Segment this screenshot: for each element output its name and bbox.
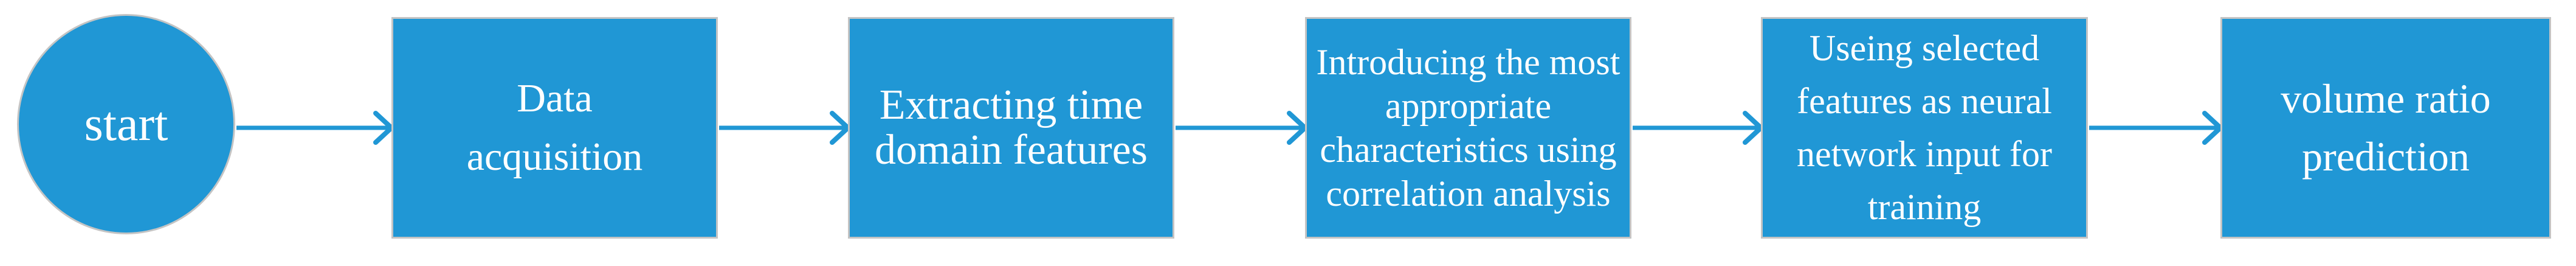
node-volume-ratio-prediction-label: volume ratio prediction bbox=[2281, 75, 2491, 180]
node-correlation-analysis: Introducing the most appropriate charact… bbox=[1305, 17, 1631, 239]
arrow-data-acquisition-to-time-domain bbox=[719, 111, 850, 145]
node-time-domain-features-label: Extracting time domain features bbox=[875, 82, 1148, 173]
arrow-training-to-prediction bbox=[2089, 111, 2223, 145]
arrow-start-to-data-acquisition bbox=[236, 111, 394, 145]
node-data-acquisition-label: Data acquisition bbox=[466, 76, 643, 179]
arrow-time-domain-to-correlation bbox=[1176, 111, 1307, 145]
node-volume-ratio-prediction: volume ratio prediction bbox=[2220, 17, 2551, 239]
node-neural-network-training: Useing selected features as neural netwo… bbox=[1761, 17, 2088, 239]
node-neural-network-training-label: Useing selected features as neural netwo… bbox=[1797, 28, 2052, 227]
node-time-domain-features: Extracting time domain features bbox=[848, 17, 1174, 239]
node-correlation-analysis-label: Introducing the most appropriate charact… bbox=[1316, 42, 1620, 214]
node-start-label: start bbox=[84, 97, 168, 151]
node-data-acquisition: Data acquisition bbox=[391, 17, 718, 239]
node-start: start bbox=[17, 14, 235, 234]
arrow-correlation-to-training bbox=[1633, 111, 1763, 145]
